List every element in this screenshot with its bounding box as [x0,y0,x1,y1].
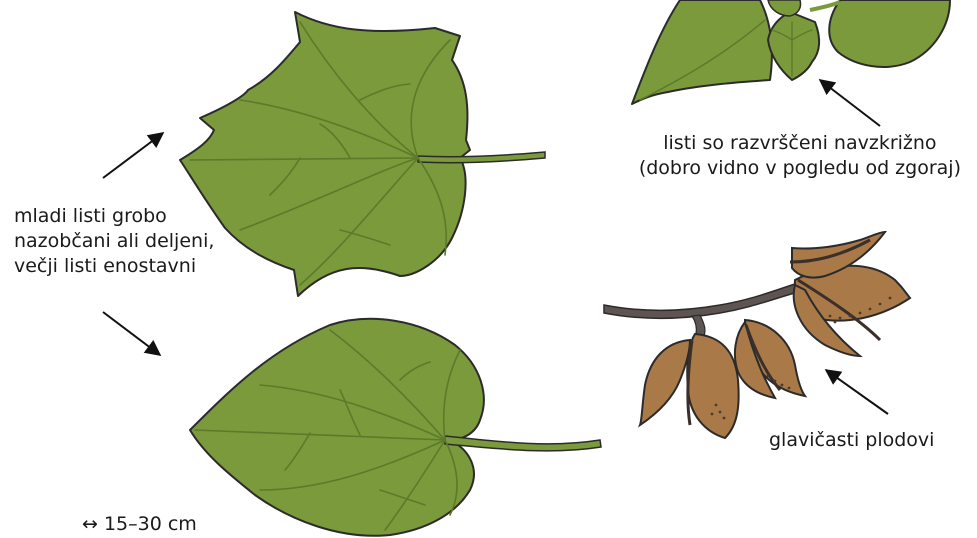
young-lobed-leaf [180,12,545,296]
caption-line: (dobro vidno v pogledu od zgoraj) [639,156,961,181]
arrow-to-opposite-leaves [820,80,880,126]
arrow-to-fruits [826,370,888,414]
caption-line: mladi listi grobo [14,204,214,229]
fruits-caption: glavičasti plodovi [769,428,934,453]
fruit-branch [604,232,910,438]
scale-caption: ↔ 15–30 cm [82,512,197,537]
young-leaves-caption: mladi listi grobo nazobčani ali deljeni,… [14,204,214,279]
opposite-leaves-topview [632,0,950,104]
arrow-to-upper-leaf [103,133,163,178]
opposite-leaves-caption: listi so razvrščeni navzkrižno (dobro vi… [639,131,961,181]
arrow-to-lower-leaf [103,312,160,355]
caption-line: nazobčani ali deljeni, [14,229,214,254]
caption-line: listi so razvrščeni navzkrižno [639,131,961,156]
caption-line: večji listi enostavni [14,254,214,279]
mature-heart-leaf [190,319,601,536]
